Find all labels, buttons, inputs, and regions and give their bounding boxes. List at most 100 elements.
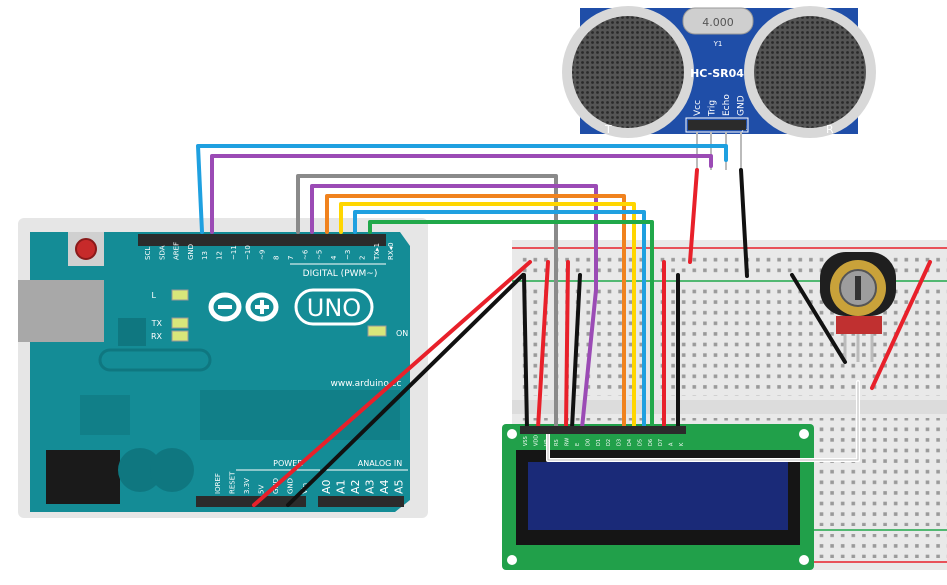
analog-pin-label-5: A5 [393,479,406,494]
crystal-outline [98,348,212,372]
uno-label: UNO [307,294,361,322]
analog-pin-label-4: A4 [378,479,391,494]
lcd-pin-label-12: D6 [648,439,654,446]
crystal [682,7,754,35]
lcd-hole-bl [507,555,517,565]
lcd-hole-tr [799,429,809,439]
digital-pin-label-0: SCL [144,247,152,260]
capacitor-left [118,448,162,492]
power-pin-label-5: GND [287,478,295,494]
wire-red-lcd-vdd [536,260,550,430]
wire-black-pot-gnd [790,273,847,364]
lcd-pin-label-7: D1 [596,439,602,446]
digital-pin-label-10: 7 [287,256,295,260]
wire-red-5v-rail [252,260,532,507]
analog-pin-label-0: A0 [320,479,333,494]
led-on [367,325,387,337]
uno-badge [294,288,374,326]
analog-label: ANALOG IN [358,459,403,468]
small-chip [118,318,146,346]
wire-red-lcd-rw-rail [564,260,570,430]
sensor-pin-label-2: Echo [722,94,732,116]
lcd-hole-tl [507,429,517,439]
wires [196,144,932,507]
digital-label: DIGITAL (PWM~) [303,269,378,279]
arduino-logo [208,292,279,322]
wire-gray-pin7-rs [296,174,558,430]
digital-pin-label-8: ~9 [258,250,266,260]
led-rx-label: RX [151,332,163,341]
potentiometer[interactable] [820,252,896,362]
power-header [196,496,306,507]
led-l [171,289,189,301]
lcd-pin-label-3: RS [554,439,560,446]
lcd-pin-label-10: D4 [627,439,633,446]
wire-blue-pin13-echo [196,144,728,234]
logo-plus-v [260,300,264,314]
lcd-pin-label-9: D3 [617,439,623,446]
transducer-right [754,16,866,128]
analog-pin-label-1: A1 [335,479,348,494]
pot-slot [855,276,861,300]
lcd-pin-label-0: VSS [523,436,529,446]
wire-black-lcd-rw [570,273,582,430]
lcd-pin-label-5: E [575,443,581,446]
sensor-legs [696,132,742,170]
reset-button[interactable] [75,238,97,260]
analog-pin-label-3: A3 [364,479,377,494]
lcd-pin-label-11: D5 [637,439,643,446]
logo-loop-left [208,292,242,322]
digital-header [138,234,386,246]
digital-pin-label-6: ~11 [230,245,238,260]
wire-white-pot-v0-edge [547,381,859,461]
led-rx [171,330,189,342]
sensor-pin-label-1: Trig [708,100,718,117]
digital-pin-label-11: ~6 [301,249,309,260]
wire-black-sensor-gnd [739,168,749,278]
wire-yellow-pin4-d5 [339,202,636,430]
lcd-pin-label-15: K [679,442,685,446]
wire-purple-pin12-trig [210,154,713,234]
sensor-pin-labels: Vcc Trig Echo GND [693,94,747,117]
wire-red-sensor-vcc [688,168,699,264]
main-chip [200,390,400,440]
wire-black-gnd-rail [286,273,525,507]
crystal-ref: Y1 [713,40,723,48]
wire-black-lcd-vss [522,273,529,430]
wire-green-pin2-d7 [368,220,654,430]
lcd-pin-label-4: RW [565,438,571,446]
digital-pin-label-15: 2 [359,256,367,260]
digital-pin-label-3: GND [187,244,195,260]
logo-loop-right [245,292,279,322]
power-label: POWER [273,459,303,468]
capacitor-right [150,448,194,492]
lcd-pin-label-8: D2 [606,439,612,446]
digital-pin-label-7: ~10 [244,245,252,260]
sensor-pin-label-3: GND [737,95,747,116]
led-tx-label: TX [151,319,163,328]
marker-t: T [604,123,612,136]
transducer-left [572,16,684,128]
digital-pin-label-5: 12 [216,251,224,260]
pot-base [836,316,882,334]
lcd-hole-br [799,555,809,565]
analog-pin-label-2: A2 [349,479,362,494]
digital-pin-label-4: 13 [201,251,209,260]
power-pin-label-0: IOREF [214,473,222,494]
arduino-board [30,232,410,512]
sensor-pin-label-0: Vcc [693,100,703,116]
marker-r: R [826,123,834,136]
digital-pin-label-13: 4 [330,255,338,260]
crystal-label: 4.000 [702,16,734,29]
digital-pin-label-9: 8 [273,256,281,260]
digital-pin-label-16: TX▸1 [373,243,381,261]
led-l-label: L [152,291,157,300]
usb-port [18,280,104,342]
logo-minus [218,305,232,309]
website-label: www.arduino.cc [331,379,402,389]
wire-orange-pin5-d4 [325,194,626,430]
